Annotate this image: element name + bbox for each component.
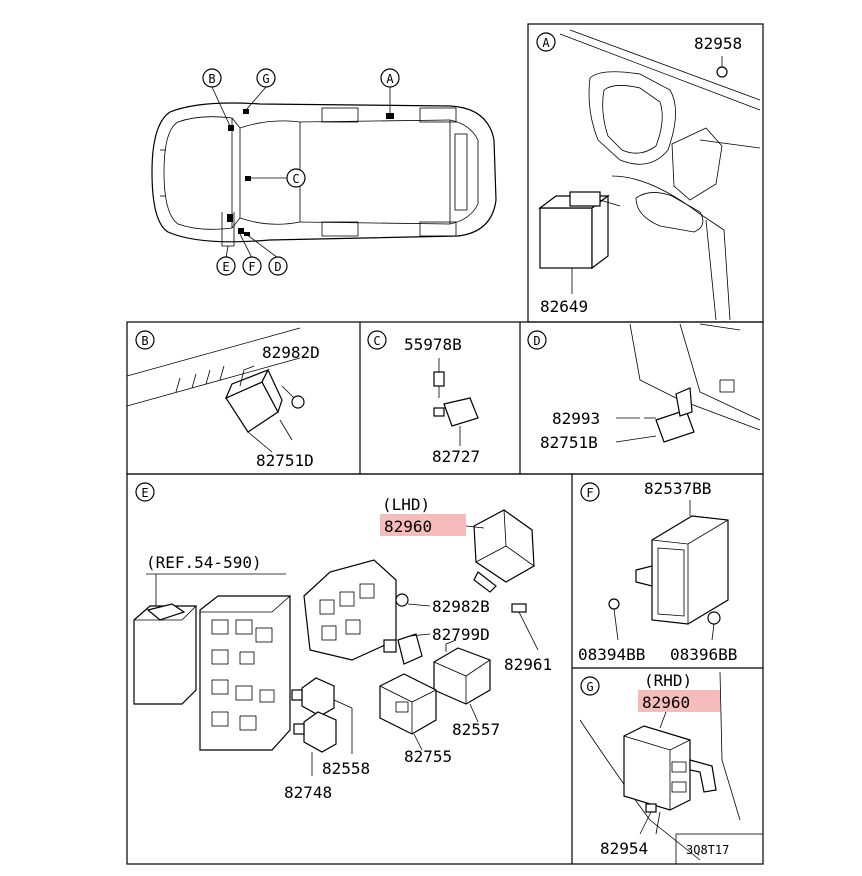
panel-c-letter: C [373,334,380,348]
vehicle-callouts: B G A C E F D [202,68,400,276]
panel-f-letter: F [586,486,593,500]
part-08394bb: 08394BB [578,645,645,664]
panel-c: C 55978B 82727 [367,330,480,466]
part-82993: 82993 [552,409,600,428]
ref-label: (REF.54-590) [146,553,262,572]
callout-c: C [292,172,299,186]
part-82557: 82557 [452,720,500,739]
panel-e: E (REF.54-590) (LHD) 82960 [133,482,552,802]
part-82799d: 82799D [432,625,490,644]
drawing-code: 3Q8T17 [686,843,729,857]
part-82748: 82748 [284,783,332,802]
panel-a-letter: A [542,36,550,50]
part-82960-lhd: 82960 [384,517,432,536]
part-55978b: 55978B [404,335,462,354]
part-82558: 82558 [322,759,370,778]
part-08396bb: 08396BB [670,645,737,664]
part-82537bb: 82537BB [644,479,711,498]
part-82727: 82727 [432,447,480,466]
part-82751d: 82751D [256,451,314,470]
lhd-label: (LHD) [382,495,430,514]
panel-f: F 82537BB 08394BB 08396BB [578,479,737,664]
vehicle-overview [151,86,497,259]
part-82961: 82961 [504,655,552,674]
part-82982d: 82982D [262,343,320,362]
part-82982b: 82982B [432,597,490,616]
panel-g-letter: G [586,680,593,694]
callout-e: E [222,260,229,274]
panel-borders [126,23,764,865]
part-82960-rhd: 82960 [642,693,690,712]
panel-d: D 82993 82751B [527,323,761,452]
highlight-82960-rhd [638,690,720,712]
panel-b-letter: B [141,334,148,348]
panel-e-letter: E [141,486,148,500]
panel-a: A 82958 82649 [536,29,761,321]
panel-g: G (RHD) 82960 82954 3Q8T17 [579,671,764,865]
callout-a: A [386,72,394,86]
callout-d: D [274,260,281,274]
part-82751b: 82751B [540,433,598,452]
callout-g: G [262,72,269,86]
callout-f: F [248,260,255,274]
panel-b: B 82982D 82751D [126,327,320,470]
panel-d-letter: D [533,334,540,348]
part-82649: 82649 [540,297,588,316]
rhd-label: (RHD) [644,671,692,690]
part-82954: 82954 [600,839,648,858]
part-82958: 82958 [694,34,742,53]
callout-b: B [208,72,215,86]
part-82755: 82755 [404,747,452,766]
highlight-82960-lhd [380,514,466,536]
